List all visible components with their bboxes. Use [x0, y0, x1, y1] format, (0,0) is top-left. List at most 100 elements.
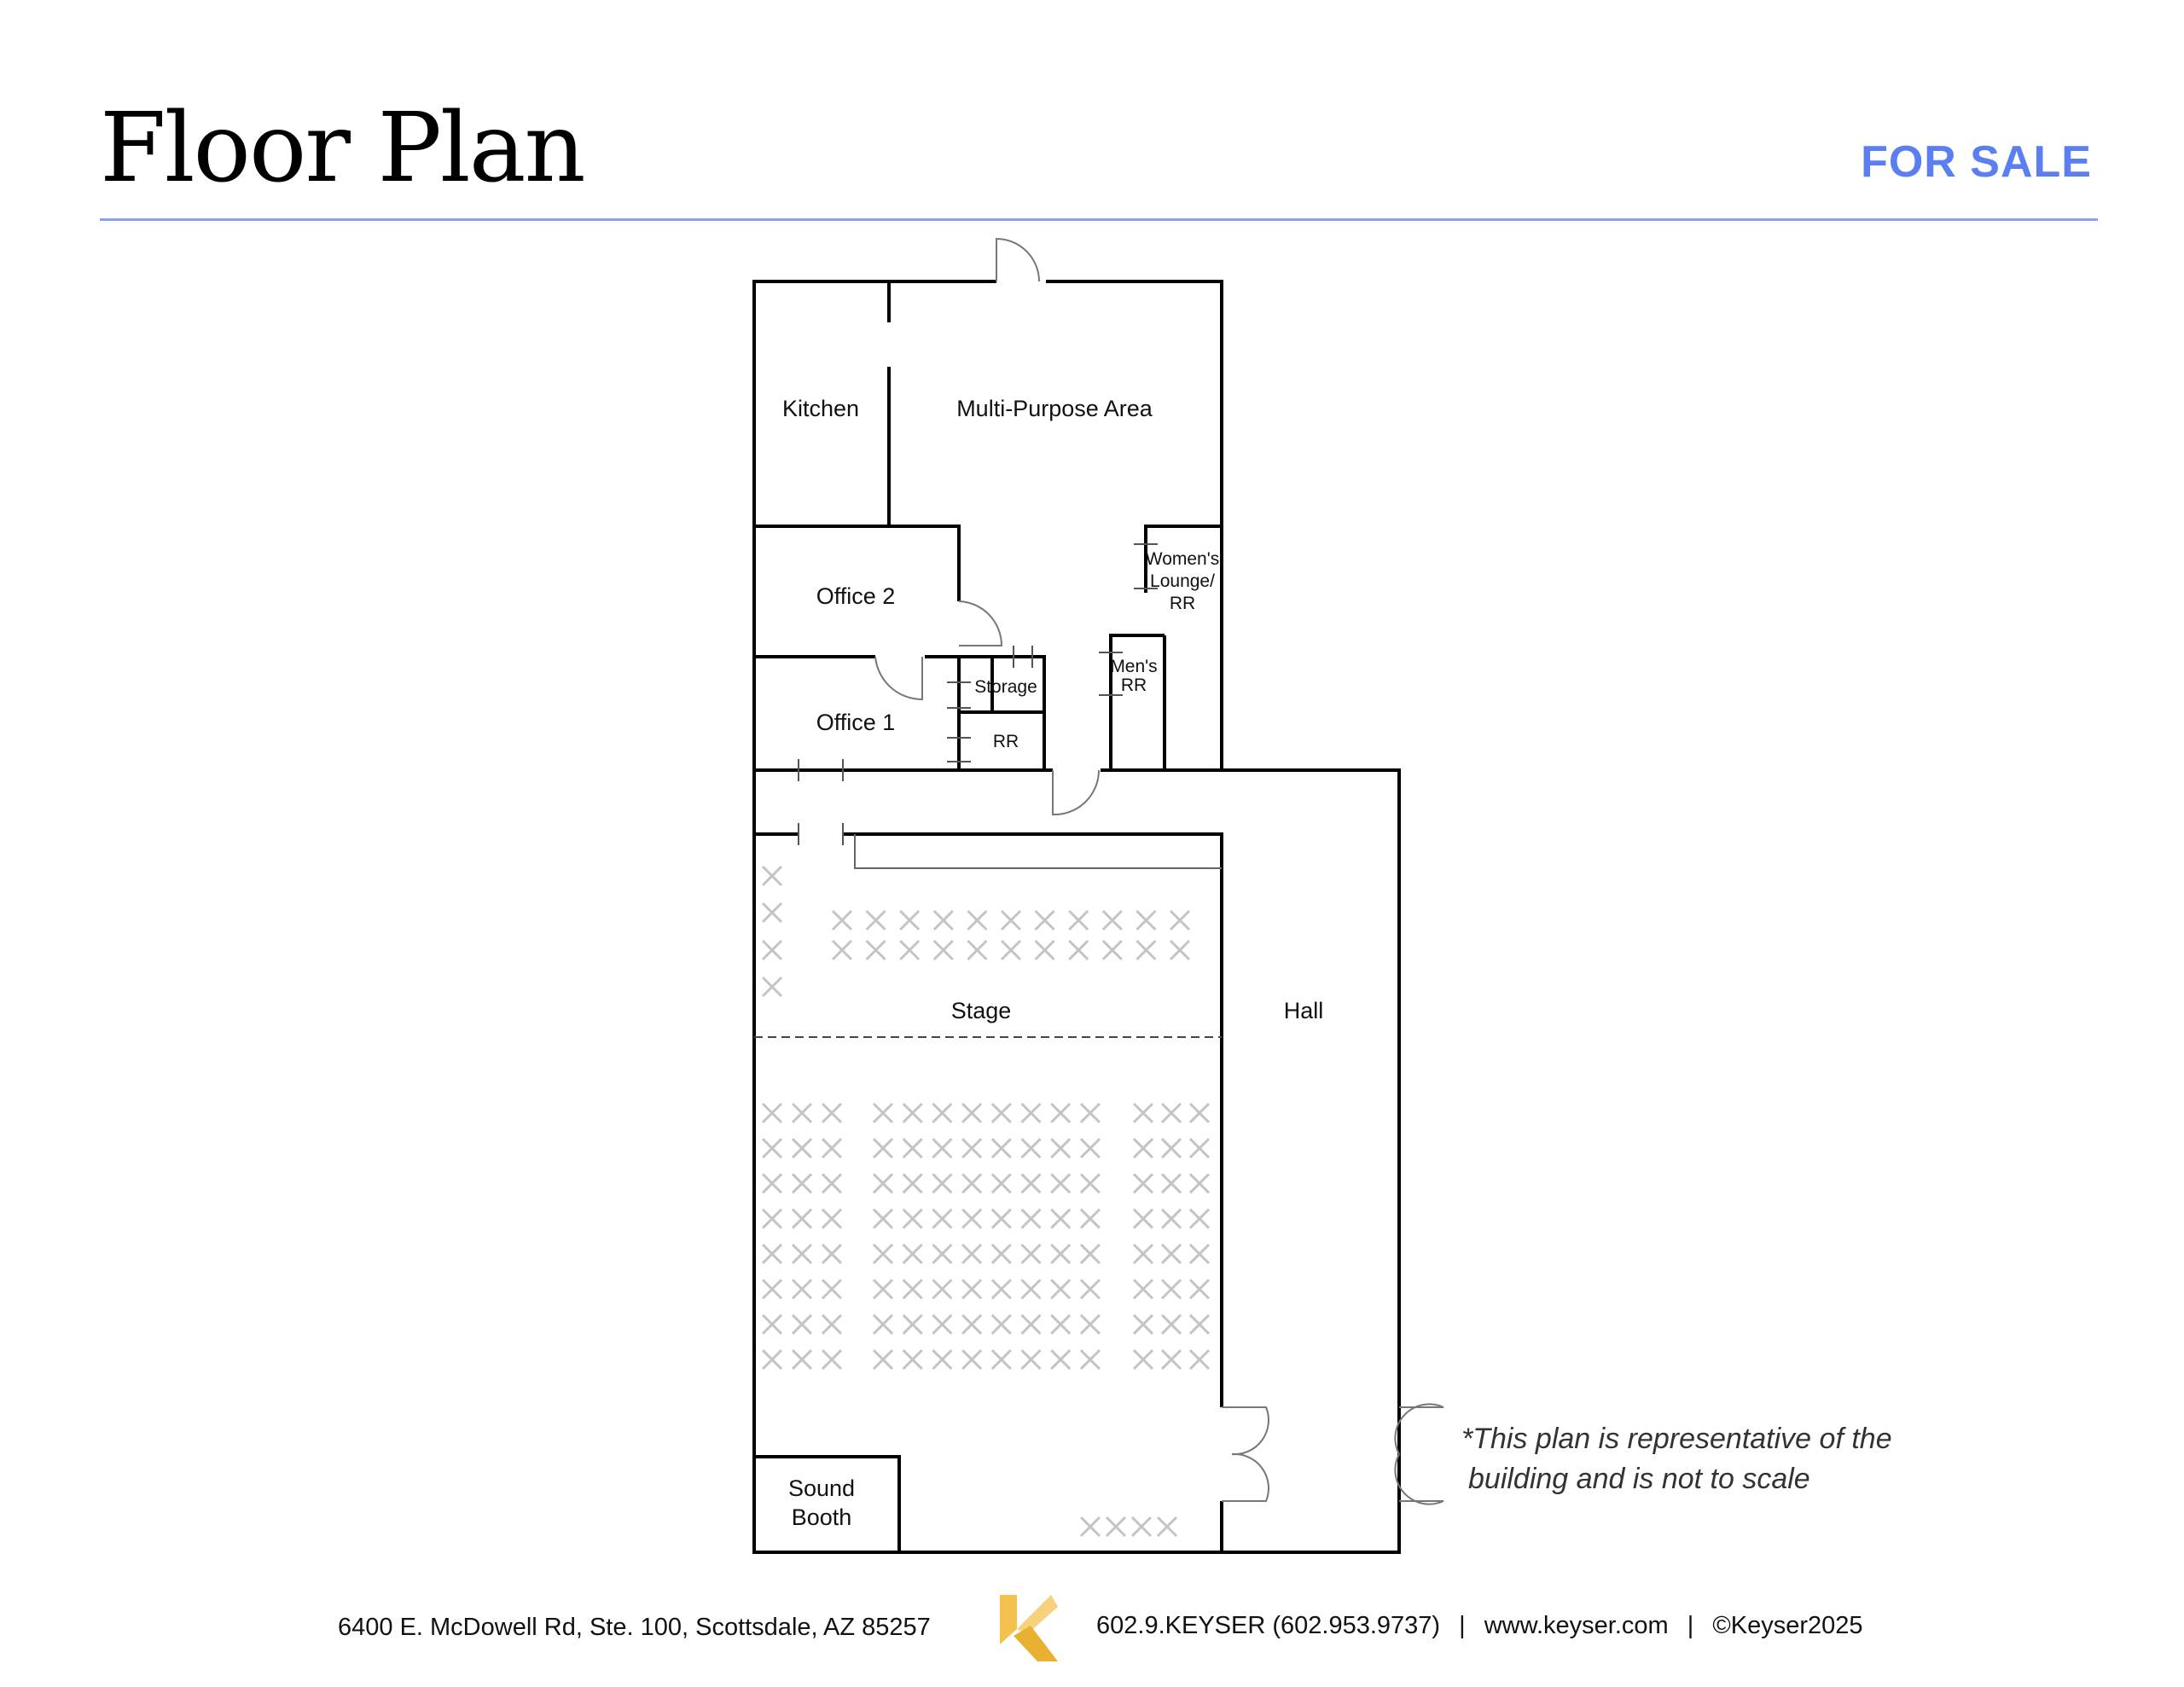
label-stage: Stage: [951, 998, 1012, 1023]
label-mens-1: Men's: [1110, 657, 1157, 676]
chair-mark: [761, 976, 783, 998]
chair-mark: [990, 1102, 1012, 1124]
chair-mark: [821, 1278, 843, 1300]
chair-mark: [761, 1208, 783, 1229]
chair-mark: [761, 901, 783, 924]
chair-mark: [932, 1313, 953, 1335]
chair-mark: [932, 1208, 953, 1229]
chair-mark: [1101, 909, 1123, 931]
chair-mark: [821, 1138, 843, 1159]
chair-mark: [1079, 1102, 1101, 1124]
header-divider: [100, 218, 2098, 221]
chair-mark: [821, 1313, 843, 1335]
chair-mark: [961, 1138, 983, 1159]
chair-mark: [932, 1173, 953, 1194]
chair-mark: [761, 1349, 783, 1371]
chair-mark: [902, 1244, 923, 1265]
chair-mark: [761, 865, 783, 887]
chair-mark: [872, 1244, 894, 1265]
label-sound-2: Booth: [792, 1504, 852, 1530]
chair-mark: [821, 1102, 843, 1124]
chair-mark: [902, 1102, 923, 1124]
note-line-2: building and is not to scale: [1468, 1463, 1810, 1495]
chair-mark: [932, 1278, 953, 1300]
chair-mark: [1020, 1278, 1042, 1300]
chair-mark: [761, 1244, 783, 1265]
chair-mark: [831, 939, 853, 961]
chair-mark: [990, 1349, 1012, 1371]
label-office-2: Office 2: [816, 583, 896, 609]
chair-mark: [1000, 909, 1022, 931]
chair-mark: [1169, 939, 1191, 961]
chair-mark: [1156, 1516, 1178, 1538]
chair-mark: [761, 1173, 783, 1194]
chair-mark: [961, 1278, 983, 1300]
chair-mark: [1020, 1102, 1042, 1124]
chair-mark: [990, 1138, 1012, 1159]
chair-mark: [1132, 1278, 1154, 1300]
chair-mark: [899, 939, 921, 961]
chair-mark: [1020, 1208, 1042, 1229]
chair-mark: [1079, 1208, 1101, 1229]
corridor-door: [1052, 769, 1100, 816]
chair-mark: [961, 1313, 983, 1335]
chair-mark: [761, 1102, 783, 1124]
chair-mark: [1169, 909, 1191, 931]
chair-mark: [961, 1102, 983, 1124]
label-womens-1: Women's: [1146, 549, 1219, 569]
chair-mark: [1050, 1138, 1072, 1159]
chair-mark: [872, 1313, 894, 1335]
chair-mark: [1050, 1349, 1072, 1371]
chair-mark: [990, 1278, 1012, 1300]
chair-mark: [961, 1244, 983, 1265]
chair-mark: [1136, 939, 1157, 961]
chair-mark: [1188, 1313, 1211, 1335]
seating: [761, 865, 1211, 1538]
chair-mark: [1079, 1173, 1101, 1194]
chair-mark: [990, 1313, 1012, 1335]
chair-mark: [1034, 939, 1055, 961]
label-multi-purpose: Multi-Purpose Area: [956, 396, 1153, 421]
chair-mark: [872, 1173, 894, 1194]
keyser-logo: [1000, 1595, 1058, 1661]
scale-disclaimer: *This plan is representative of the buil…: [1461, 1419, 1892, 1499]
chair-mark: [902, 1138, 923, 1159]
chair-mark: [865, 939, 886, 961]
chair-mark: [1160, 1102, 1182, 1124]
chair-mark: [1050, 1244, 1072, 1265]
chair-mark: [1020, 1173, 1042, 1194]
doors: [874, 237, 1444, 1505]
chair-mark: [872, 1208, 894, 1229]
chair-mark: [1020, 1349, 1042, 1371]
chair-mark: [967, 909, 988, 931]
front-door: [996, 237, 1040, 282]
chair-mark: [821, 1173, 843, 1194]
chair-mark: [1050, 1313, 1072, 1335]
chair-mark: [1132, 1349, 1154, 1371]
chair-mark: [1160, 1278, 1182, 1300]
chair-mark: [1101, 939, 1123, 961]
chair-mark: [967, 939, 988, 961]
footer-website[interactable]: www.keyser.com: [1484, 1612, 1669, 1639]
chair-mark: [1050, 1102, 1072, 1124]
chair-mark: [1136, 909, 1157, 931]
label-storage: Storage: [974, 677, 1037, 697]
chair-mark: [1188, 1278, 1211, 1300]
chair-mark: [961, 1173, 983, 1194]
chair-mark: [1079, 1516, 1101, 1538]
walls: [752, 280, 1401, 1554]
chair-mark: [1188, 1349, 1211, 1371]
auditorium-double-door: [1222, 1406, 1269, 1502]
chair-mark: [791, 1102, 813, 1124]
chair-mark: [1079, 1138, 1101, 1159]
chair-mark: [872, 1138, 894, 1159]
chair-mark: [1079, 1313, 1101, 1335]
chair-mark: [791, 1208, 813, 1229]
chair-mark: [872, 1278, 894, 1300]
chair-mark: [791, 1313, 813, 1335]
chair-mark: [1020, 1313, 1042, 1335]
chair-mark: [902, 1313, 923, 1335]
chair-mark: [1160, 1173, 1182, 1194]
footer-contact: 602.9.KEYSER (602.953.9737) | www.keyser…: [1096, 1612, 1863, 1640]
